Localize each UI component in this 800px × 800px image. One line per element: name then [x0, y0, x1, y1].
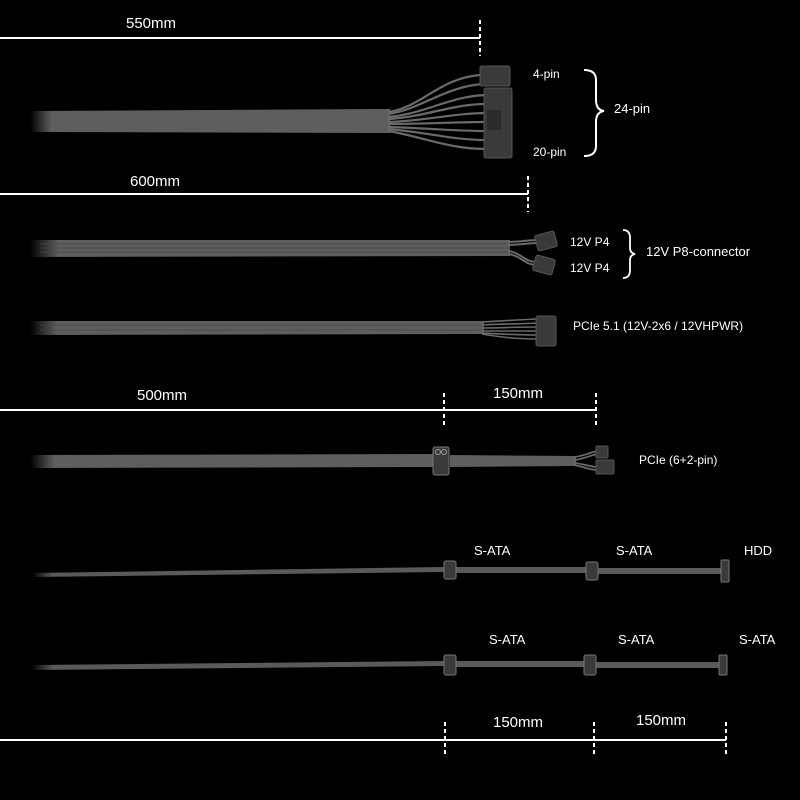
pcie-dimension	[0, 393, 597, 428]
sata-1-label-b: S-ATA	[616, 543, 653, 558]
cpu-cable	[30, 230, 558, 276]
atx-length-label: 550mm	[126, 15, 176, 32]
atx-20pin-label: 20-pin	[533, 145, 566, 159]
pcie-extension-length-label: 150mm	[493, 385, 543, 402]
atx-dimension	[0, 20, 481, 56]
atx-4pin-connector	[479, 65, 511, 87]
sata-dimension	[0, 722, 727, 757]
sata-2-label-b: S-ATA	[618, 632, 655, 647]
pcie5-cable	[30, 315, 557, 347]
pcie-2pin-connector	[595, 445, 609, 459]
pcie-6pin-connector	[595, 459, 615, 475]
cpu-group-label: 12V P8-connector	[646, 244, 751, 259]
sata-2-label-a: S-ATA	[489, 632, 526, 647]
sata-1-label-hdd: HDD	[744, 543, 772, 558]
cpu-p4-connector-b	[532, 254, 556, 276]
sata-2-connector-b	[583, 654, 597, 676]
sata-2-connector-a	[443, 654, 457, 676]
pcie5-connector	[535, 315, 557, 347]
cpu-p4-label-a: 12V P4	[570, 235, 610, 249]
sata-1-label-a: S-ATA	[474, 543, 511, 558]
sata-2-label-c: S-ATA	[739, 632, 776, 647]
cpu-p4-connector-a	[534, 230, 558, 252]
cpu-p4-label-b: 12V P4	[570, 261, 610, 275]
pcie5-label: PCIe 5.1 (12V-2x6 / 12VHPWR)	[573, 319, 743, 333]
pcie-cable	[30, 445, 615, 476]
pcie-label: PCIe (6+2-pin)	[639, 453, 717, 467]
cpu-dimension	[0, 176, 529, 212]
atx-4pin-label: 4-pin	[533, 67, 560, 81]
sata-cable-1	[32, 559, 730, 583]
cpu-length-label: 600mm	[130, 173, 180, 190]
pcie-main-length-label: 500mm	[137, 387, 187, 404]
sata-segment-1-length-label: 150mm	[493, 714, 543, 731]
sata-segment-2-length-label: 150mm	[636, 712, 686, 729]
cpu-brace-icon	[622, 229, 636, 279]
atx-brace-icon	[583, 69, 605, 157]
sata-1-connector-b	[585, 561, 599, 581]
atx-group-label: 24-pin	[614, 101, 650, 116]
sata-1-connector-a	[443, 560, 457, 580]
sata-1-hdd-connector	[720, 559, 730, 583]
atx-cable	[30, 65, 513, 159]
sata-cable-2	[32, 654, 728, 676]
sata-2-connector-c	[718, 654, 728, 676]
